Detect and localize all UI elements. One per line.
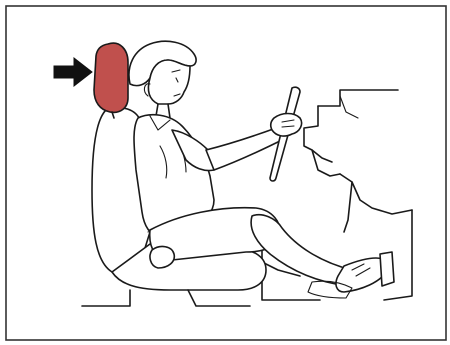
driver-hand [271, 114, 302, 137]
headrest [94, 43, 128, 112]
pedal [380, 252, 394, 286]
driver-left-hand [150, 247, 174, 268]
